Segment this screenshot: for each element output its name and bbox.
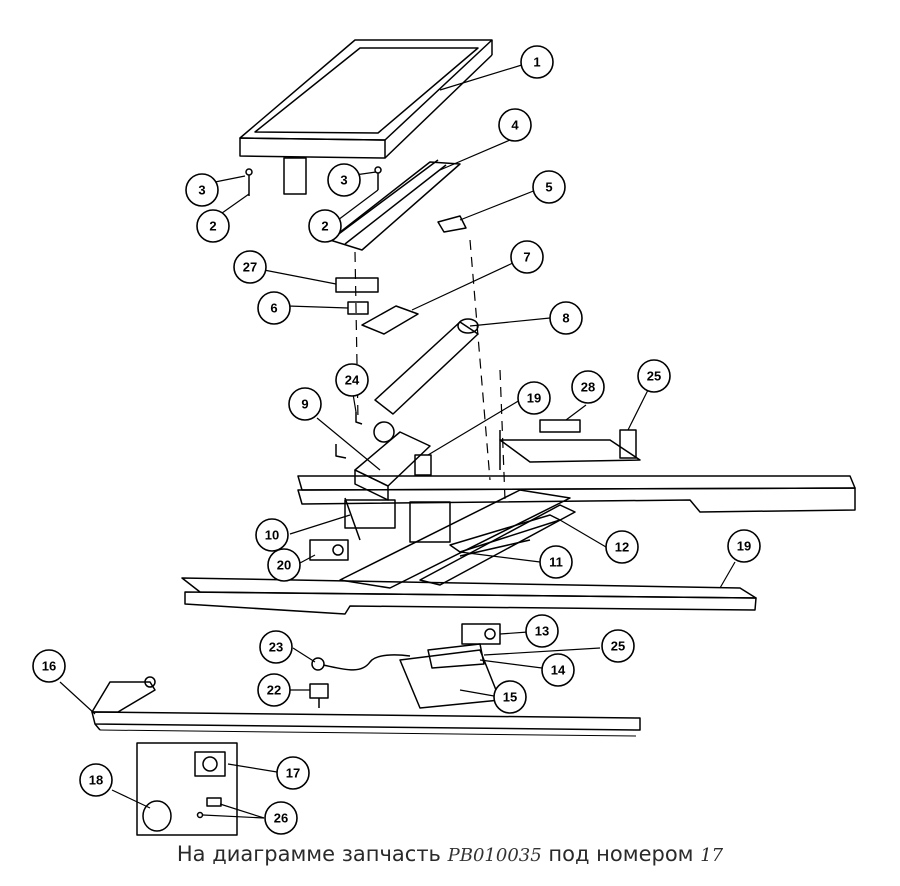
callout-25-bottom: 25	[601, 629, 635, 663]
callout-25-top: 25	[637, 359, 671, 393]
callout-6: 6	[257, 291, 291, 325]
svg-text:13: 13	[535, 624, 549, 639]
callout-4: 4	[498, 108, 532, 142]
callout-28: 28	[571, 370, 605, 404]
svg-text:5: 5	[545, 180, 552, 195]
callout-17: 17	[276, 756, 310, 790]
callout-18: 18	[79, 763, 113, 797]
part-bracket-20	[309, 539, 349, 561]
leader-lines	[59, 63, 736, 819]
svg-text:9: 9	[301, 397, 308, 412]
callout-16: 16	[32, 649, 66, 683]
part-clip-6	[347, 301, 369, 315]
svg-text:27: 27	[243, 260, 257, 275]
svg-text:6: 6	[270, 301, 277, 316]
callout-2-left: 2	[196, 209, 230, 243]
part-bracket-5	[437, 215, 467, 233]
svg-text:25: 25	[611, 639, 625, 654]
svg-text:7: 7	[523, 250, 530, 265]
callout-1: 1	[520, 45, 554, 79]
part-bracket-28	[539, 419, 581, 433]
callout-26: 26	[264, 801, 298, 835]
caption-prefix: На диаграмме запчасть	[176, 842, 441, 866]
svg-text:11: 11	[549, 555, 563, 570]
caption-part-number: 17	[700, 845, 724, 866]
svg-text:3: 3	[340, 173, 347, 188]
callout-8: 8	[549, 301, 583, 335]
svg-text:26: 26	[274, 811, 288, 826]
exploded-parts-diagram: 1 3 2 3 2 4 5 27 6 7 8 24 9 19 28 25 10 …	[32, 39, 856, 836]
part-connector-22	[309, 683, 329, 708]
inset-box	[136, 742, 238, 836]
callout-14: 14	[541, 653, 575, 687]
svg-text:8: 8	[562, 311, 569, 326]
callout-5: 5	[532, 170, 566, 204]
part-cable-23	[311, 654, 411, 671]
callout-2-right: 2	[308, 209, 342, 243]
callout-9: 9	[288, 387, 322, 421]
callout-22: 22	[257, 673, 291, 707]
svg-text:2: 2	[321, 219, 328, 234]
svg-text:16: 16	[42, 659, 56, 674]
svg-text:25: 25	[647, 369, 661, 384]
svg-text:20: 20	[277, 558, 291, 573]
svg-text:15: 15	[503, 690, 517, 705]
svg-text:18: 18	[89, 773, 103, 788]
svg-text:10: 10	[265, 528, 279, 543]
callout-11: 11	[539, 545, 573, 579]
part-frame	[239, 39, 493, 195]
part-plate-7	[361, 305, 419, 335]
svg-text:19: 19	[527, 391, 541, 406]
svg-text:28: 28	[581, 380, 595, 395]
callout-3-right: 3	[327, 163, 361, 197]
callout-12: 12	[605, 530, 639, 564]
callout-19-bottom: 19	[727, 529, 761, 563]
caption-part-code: PB010035	[447, 845, 542, 866]
svg-text:23: 23	[269, 640, 283, 655]
part-rail-16	[91, 676, 641, 737]
part-switch-assembly	[399, 623, 501, 709]
callout-15: 15	[493, 680, 527, 714]
svg-text:17: 17	[286, 766, 300, 781]
svg-text:22: 22	[267, 683, 281, 698]
part-bracket-25-top	[499, 429, 641, 470]
callout-7: 7	[510, 240, 544, 274]
svg-text:14: 14	[551, 663, 566, 678]
caption-middle: под номером	[548, 842, 694, 866]
callout-24: 24	[335, 363, 369, 397]
svg-text:24: 24	[345, 373, 360, 388]
part-tube	[373, 318, 479, 443]
part-rail-19-lower	[181, 577, 757, 615]
svg-text:19: 19	[737, 539, 751, 554]
svg-text:4: 4	[511, 118, 519, 133]
svg-text:3: 3	[198, 183, 205, 198]
callout-13: 13	[525, 614, 559, 648]
svg-text:1: 1	[533, 55, 540, 70]
callout-23: 23	[259, 630, 293, 664]
callout-27: 27	[233, 250, 267, 284]
callout-3-left: 3	[185, 173, 219, 207]
part-frame-assembly	[339, 489, 576, 589]
part-rail	[329, 159, 461, 251]
part-bolt-24	[355, 412, 363, 425]
svg-text:2: 2	[209, 219, 216, 234]
part-rail-19-upper	[297, 475, 856, 513]
callout-19-top: 19	[517, 381, 551, 415]
callout-20: 20	[267, 548, 301, 582]
part-screws	[245, 166, 382, 196]
svg-text:12: 12	[615, 540, 629, 555]
diagram-caption: На диаграмме запчасть PB010035 под номер…	[0, 842, 900, 866]
part-plate-27	[335, 277, 379, 293]
callout-10: 10	[255, 518, 289, 552]
